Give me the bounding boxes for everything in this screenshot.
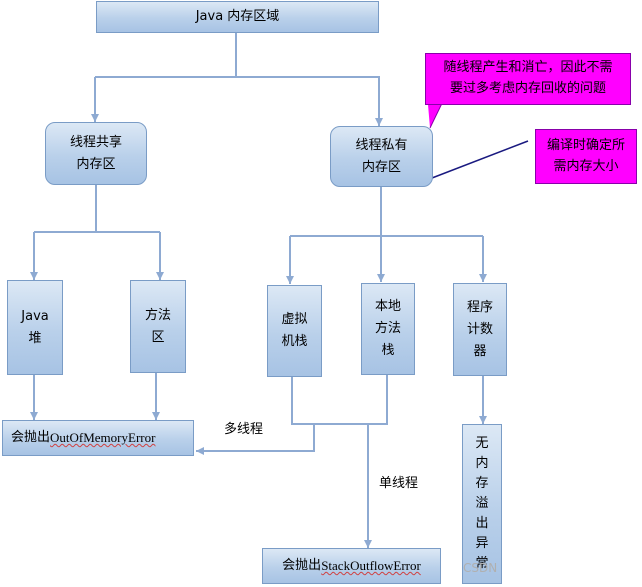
node-program-counter: 程序 计数 器 (453, 283, 507, 376)
node-native-method-stack: 本地 方法 栈 (361, 283, 415, 375)
callout-size-note: 编译时确定所 需内存大小 (535, 129, 637, 184)
edge-root-split (95, 33, 237, 78)
callout-gc-note: 随线程产生和消亡，因此不需 要过多考虑内存回收的问题 (425, 53, 631, 105)
edge-shared-split (34, 185, 160, 233)
oom-error-name: OutOfMemoryError (50, 430, 156, 445)
node-no-memory-overflow: 无 内 存 溢 出 异 常 (462, 424, 502, 584)
edge-stacks-join (291, 375, 388, 425)
edge-private-split (290, 187, 483, 237)
oom-prefix: 会抛出 (11, 430, 51, 445)
label-single-thread: 单线程 (379, 476, 419, 491)
node-method-area: 方法 区 (130, 280, 186, 373)
soe-prefix: 会抛出 (282, 558, 322, 573)
callout-size-pointer (431, 140, 529, 179)
csdn-watermark: CSDN (463, 561, 498, 575)
node-java-memory-area: Java 内存区域 (96, 1, 379, 33)
node-java-memory-area-label: Java 内存区域 (195, 9, 280, 24)
edge-root-to-private (236, 76, 383, 126)
soe-error-name: StackOutflowError (321, 558, 421, 573)
node-thread-private: 线程私有 内存区 (330, 126, 433, 187)
edge-multithread-to-oom (196, 424, 315, 455)
node-thread-shared: 线程共享 内存区 (45, 122, 147, 185)
label-multi-thread: 多线程 (224, 422, 264, 437)
node-vm-stack: 虚拟 机栈 (267, 285, 322, 377)
node-stack-overflow-error: 会抛出 StackOutflowError (262, 548, 441, 584)
node-java-heap: Java 堆 (7, 280, 63, 375)
node-oom-error: 会抛出 OutOfMemoryError (2, 420, 194, 456)
